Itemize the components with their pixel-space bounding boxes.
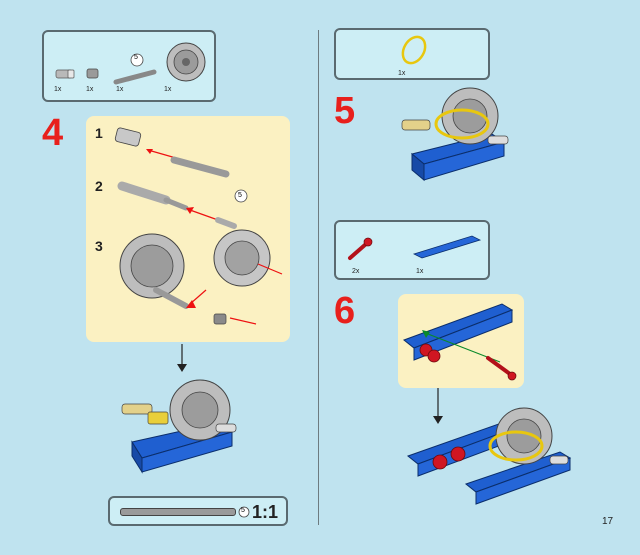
blue-beam-icon (412, 235, 482, 259)
qty-rubber-band: 1x (398, 70, 406, 77)
scale-label: 1:1 (252, 502, 279, 522)
step-number-5: 5 (334, 90, 356, 132)
qty-red-pin: 2x (352, 268, 360, 275)
step6-assembly-panel (398, 294, 524, 388)
substep1-illustration (114, 127, 230, 178)
qty-axle: 1x (116, 86, 124, 93)
qty-blue-beam: 1x (416, 268, 424, 275)
bush-icon (86, 68, 99, 79)
axle-length-marker-icon (238, 506, 250, 518)
parts-callout-step4: 1x 1x 5 1x 1x (42, 30, 216, 102)
rubber-band-icon (401, 35, 427, 65)
page-number: 17 (602, 516, 614, 527)
page-divider (318, 30, 319, 525)
red-pin-icon (348, 237, 373, 260)
arrow-down-icon-step6 (433, 388, 443, 424)
qty-axle-pin: 1x (54, 86, 62, 93)
step6-result-model (406, 407, 572, 505)
step4-result-model (121, 379, 237, 474)
step5-model (401, 87, 509, 182)
step6-assembly-illustration (402, 303, 517, 381)
substep-number-2: 2 (95, 178, 103, 194)
scale-bar: 5 1:1 (108, 496, 288, 526)
substep2-illustration (117, 181, 248, 229)
substep-number-1: 1 (95, 125, 103, 141)
parts-callout-step6: 2x 1x (334, 220, 490, 280)
scale-axle-length: 5 (241, 507, 245, 514)
arrow-down-icon (177, 344, 187, 372)
qty-wheel-hub: 1x (164, 86, 172, 93)
substeps-panel: 1 2 3 5 (86, 116, 290, 342)
qty-bush: 1x (86, 86, 94, 93)
parts-callout-step5: 1x (334, 28, 490, 80)
wheel-hub-icon (166, 42, 206, 82)
axle-pin-icon (55, 69, 75, 79)
axle-scale-gauge (120, 508, 236, 516)
substep-number-3: 3 (95, 238, 103, 254)
step-number-4: 4 (42, 112, 64, 154)
substep3-illustration (119, 229, 283, 325)
axle-length-label: 5 (134, 54, 138, 61)
step-number-6: 6 (334, 290, 356, 332)
axle-icon (113, 53, 157, 85)
substep2-axle-length: 5 (238, 192, 242, 199)
